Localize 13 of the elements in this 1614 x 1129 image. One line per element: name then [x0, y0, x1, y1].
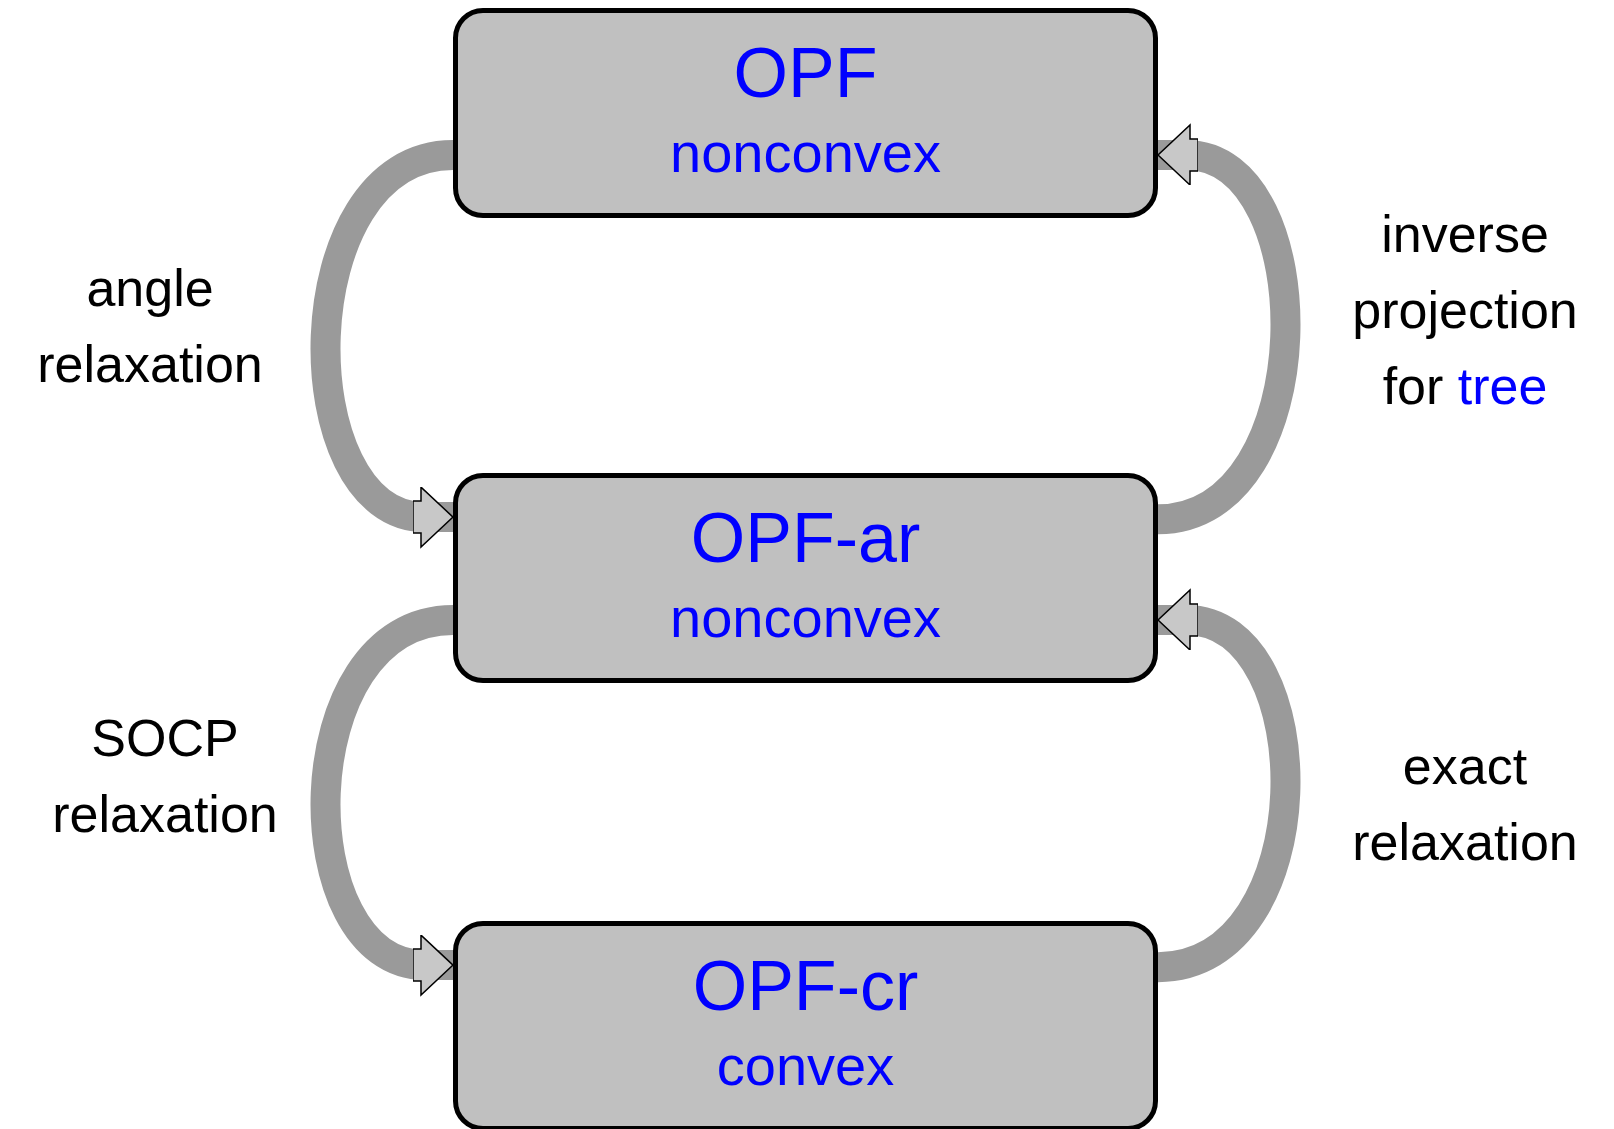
node-subtitle: nonconvex — [670, 120, 941, 186]
node-title: OPF — [733, 33, 878, 113]
edge-label: SOCP relaxation — [51, 708, 279, 845]
edge-label: inverse projection for tree — [1351, 204, 1579, 417]
process-box — [453, 473, 1158, 683]
node-title: OPF-ar — [690, 498, 921, 578]
process-box — [453, 921, 1158, 1129]
edge-label: angle relaxation — [36, 258, 264, 395]
node-title: OPF-cr — [692, 946, 919, 1026]
node-subtitle: nonconvex — [670, 585, 941, 651]
process-box — [453, 8, 1158, 218]
node-subtitle: convex — [716, 1033, 895, 1099]
edge-label: exact relaxation — [1351, 736, 1579, 873]
